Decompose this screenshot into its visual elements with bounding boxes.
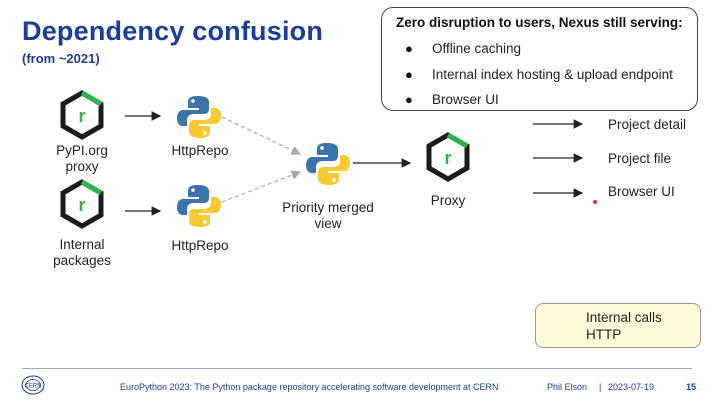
svg-text:r: r bbox=[444, 148, 451, 168]
legend-box: Internal calls HTTP bbox=[535, 303, 701, 348]
footer-event: EuroPython 2023: The Python package repo… bbox=[120, 382, 499, 392]
nexus-icon: r bbox=[426, 132, 470, 182]
nexus-icon: r bbox=[60, 179, 104, 229]
pointer-dot bbox=[593, 200, 597, 204]
footer-separator: | bbox=[599, 382, 602, 392]
python-icon bbox=[177, 185, 221, 227]
cern-logo-icon: CERN bbox=[21, 375, 45, 395]
legend-label-http: HTTP bbox=[586, 327, 622, 342]
slide-title: Dependency confusion bbox=[22, 16, 324, 46]
node-label-priority-merged: Priority merged view bbox=[282, 200, 374, 231]
node-label-proxy: Proxy bbox=[430, 193, 466, 208]
cern-logo-text: CERN bbox=[24, 384, 41, 390]
bullet-icon: ● bbox=[405, 92, 413, 107]
callout-heading: Zero disruption to users, Nexus still se… bbox=[396, 15, 683, 30]
python-icon bbox=[177, 96, 221, 138]
footer-page-number: 15 bbox=[686, 382, 697, 392]
node-label-httprepo-bottom: HttpRepo bbox=[171, 238, 229, 253]
callout-box: Zero disruption to users, Nexus still se… bbox=[381, 7, 698, 111]
node-label-internal-packages: Internal packages bbox=[53, 237, 111, 268]
output-label-browser-ui: Browser UI bbox=[608, 184, 675, 199]
node-label-httprepo-top: HttpRepo bbox=[171, 143, 229, 158]
callout-item-label: Offline caching bbox=[432, 41, 522, 56]
footer-author: Phil Elson bbox=[547, 382, 588, 392]
output-label-project-detail: Project detail bbox=[608, 117, 687, 132]
svg-text:r: r bbox=[78, 106, 85, 126]
callout-item-label: Internal index hosting & upload endpoint bbox=[432, 67, 673, 82]
slide-subtitle: (from ~2021) bbox=[22, 51, 100, 66]
callout-item-label: Browser UI bbox=[432, 92, 499, 107]
python-icon bbox=[306, 143, 350, 185]
legend-label-internal-calls: Internal calls bbox=[586, 310, 662, 325]
callout-item: ● Browser UI bbox=[405, 92, 499, 107]
nexus-icon: r bbox=[60, 90, 104, 140]
footer-date: 2023-07-19 bbox=[608, 382, 655, 392]
internal-call-arrow bbox=[221, 116, 302, 155]
callout-item: ● Internal index hosting & upload endpoi… bbox=[405, 67, 673, 82]
callout-item: ● Offline caching bbox=[405, 41, 522, 56]
bullet-icon: ● bbox=[405, 41, 413, 56]
svg-text:r: r bbox=[78, 195, 85, 215]
output-label-project-file: Project file bbox=[608, 151, 672, 166]
internal-call-arrow bbox=[221, 170, 302, 203]
footer-divider bbox=[22, 368, 692, 369]
bullet-icon: ● bbox=[405, 67, 413, 82]
node-label-pypi-proxy: PyPI.org proxy bbox=[56, 143, 108, 174]
